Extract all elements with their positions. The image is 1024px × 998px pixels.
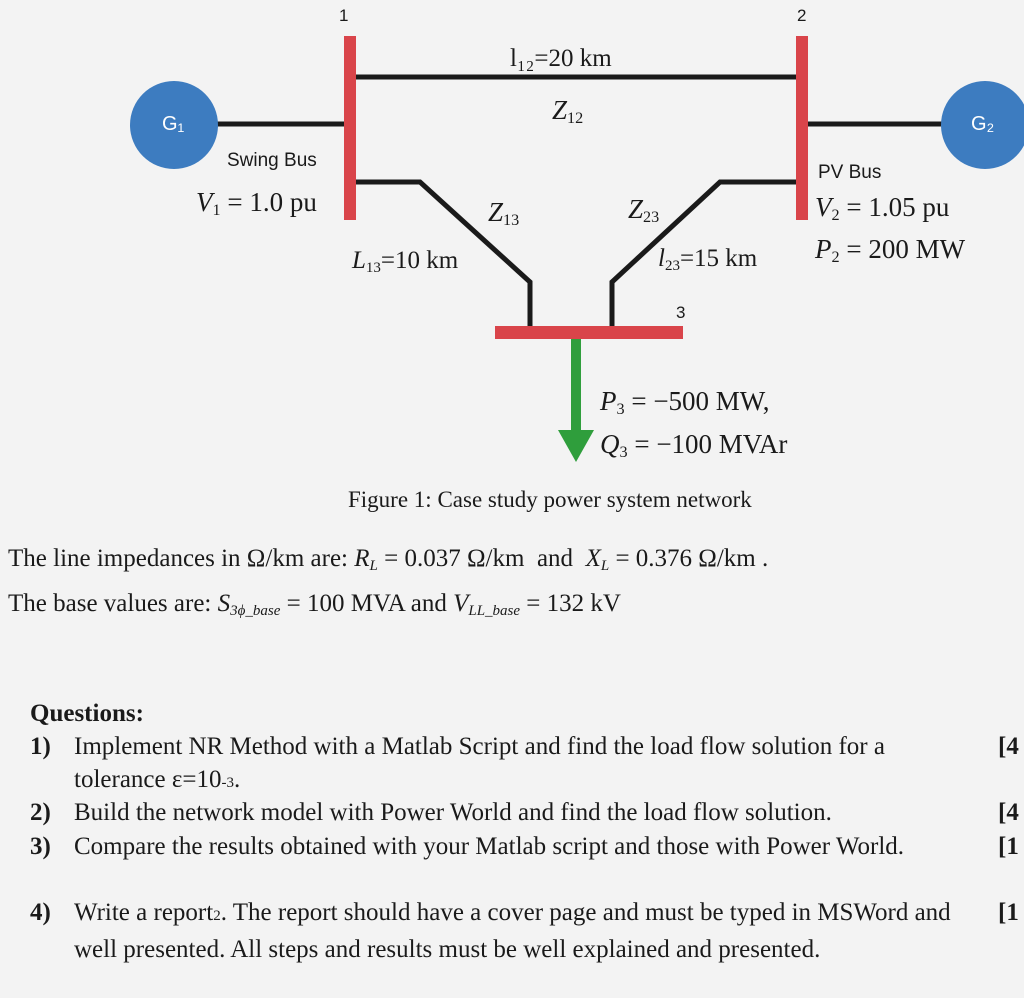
question-4-body: Write a report	[74, 899, 214, 926]
s-value: = 100 MVA and	[280, 590, 454, 617]
question-3: 3) Compare the results obtained with you…	[30, 830, 1020, 896]
bus-2-power-sub: 2	[831, 248, 840, 267]
line-23-impedance: Z23	[628, 194, 659, 227]
generator-g1	[130, 81, 218, 169]
bus-2-power-value: = 200 MW	[839, 234, 966, 264]
line-impedance-text: The line impedances in Ω/km are: RL = 0.…	[8, 545, 768, 575]
bus-2-type: PV Bus	[818, 162, 882, 183]
question-text: Compare the results obtained with your M…	[74, 833, 905, 860]
line-13-length-symbol: L	[352, 247, 366, 274]
question-1-superscript: -3	[221, 775, 234, 791]
bus-2-voltage-symbol: V	[815, 192, 832, 222]
question-marks: [1	[998, 833, 1019, 860]
line-23-length-sub: 23	[664, 257, 680, 274]
base-values-text: The base values are: S3ϕ_base = 100 MVA …	[8, 590, 621, 620]
x-value: = 0.376 Ω/km .	[609, 545, 769, 572]
line-13-length-sub: 13	[365, 259, 381, 276]
bus-2-number: 2	[797, 6, 807, 25]
bus-2-voltage-sub: 2	[831, 206, 840, 225]
question-text: Build the network model with Power World…	[74, 799, 832, 826]
question-number: 3)	[30, 833, 51, 860]
question-1-tail: .	[233, 766, 241, 793]
power-network-diagram	[130, 36, 1024, 462]
line-2-3	[609, 179, 802, 330]
bus-2-power: P2 = 200 MW	[815, 234, 965, 267]
impedance-prefix: The line impedances in Ω/km are:	[8, 545, 355, 572]
line-13-impedance-sub: 13	[503, 211, 520, 230]
line-23-length-symbol: l	[658, 245, 665, 272]
bus-3-q-value: = −100 MVAr	[627, 429, 788, 459]
line-1-3	[350, 179, 533, 330]
bus-3-reactive-power: Q3 = −100 MVAr	[600, 429, 787, 462]
question-number: 1)	[30, 733, 51, 760]
bus-3-p-sub: 3	[616, 400, 625, 419]
s-symbol: S	[217, 590, 231, 617]
questions-heading: Questions:	[30, 700, 144, 727]
v-sub: LL_base	[468, 602, 521, 619]
generator-g2	[941, 81, 1024, 169]
bus-3-p-value: = −500 MW,	[624, 386, 770, 416]
r-symbol: R	[354, 545, 370, 572]
line-23-impedance-symbol: Z	[628, 194, 644, 224]
x-symbol: X	[585, 545, 601, 572]
line-12-impedance: Z12	[552, 95, 583, 128]
question-2: 2) Build the network model with Power Wo…	[30, 796, 1020, 829]
bus-3-bar	[495, 326, 683, 339]
bus-3-p-symbol: P	[600, 386, 617, 416]
question-text: Write a report2. The report should have …	[74, 896, 964, 966]
line-13-length: L13=10 km	[352, 247, 458, 277]
base-prefix: The base values are:	[8, 590, 218, 617]
load-arrow-shaft	[571, 339, 581, 435]
bus-3-q-symbol: Q	[600, 429, 620, 459]
x-sub: L	[600, 557, 610, 574]
line-23-length-value: =15 km	[679, 245, 758, 272]
bus-3-active-power: P3 = −500 MW,	[600, 386, 770, 419]
line-12-impedance-sub: 12	[567, 109, 584, 128]
bus-2-bar	[796, 36, 808, 220]
question-4: 4) Write a report2. The report should ha…	[30, 896, 1020, 995]
figure-caption: Figure 1: Case study power system networ…	[348, 487, 752, 512]
bus-1-voltage: V1 = 1.0 pu	[196, 187, 317, 220]
question-1-body: Implement NR Method with a Matlab Script…	[74, 733, 885, 793]
line-12-impedance-symbol: Z	[552, 95, 568, 125]
line-13-length-value: =10 km	[380, 247, 459, 274]
question-1: 1) Implement NR Method with a Matlab Scr…	[30, 730, 1020, 796]
bus-2-voltage: V2 = 1.05 pu	[815, 192, 949, 225]
line-13-impedance-symbol: Z	[488, 197, 504, 227]
line-23-length: l23=15 km	[658, 245, 757, 275]
question-text: Implement NR Method with a Matlab Script…	[74, 730, 954, 800]
question-number: 4)	[30, 899, 51, 926]
load-arrow-head	[558, 430, 594, 462]
question-4-superscript: 2	[213, 908, 221, 924]
question-4-tail: . The report should have a cover page an…	[74, 899, 951, 963]
question-marks: [4	[998, 733, 1019, 760]
bus-1-voltage-sub: 1	[212, 201, 221, 220]
bus-2-voltage-value: = 1.05 pu	[839, 192, 950, 222]
generator-g1-label: G₁	[162, 113, 185, 135]
question-marks: [1	[998, 899, 1019, 926]
v-value: = 132 kV	[520, 590, 621, 617]
s-sub: 3ϕ_base	[230, 602, 281, 619]
question-marks: [4	[998, 799, 1019, 826]
bus-1-voltage-symbol: V	[196, 187, 213, 217]
generator-g2-label: G₂	[971, 113, 995, 135]
line-13-impedance: Z13	[488, 197, 519, 230]
bus-1-number: 1	[339, 6, 349, 25]
bus-3-number: 3	[676, 303, 686, 322]
bus-1-type: Swing Bus	[227, 150, 317, 171]
line-12-length: l₁₂=20 km	[510, 45, 612, 72]
question-number: 2)	[30, 799, 51, 826]
line-23-impedance-sub: 23	[643, 208, 660, 227]
bus-3-q-sub: 3	[619, 443, 628, 462]
bus-1-voltage-value: = 1.0 pu	[220, 187, 317, 217]
bus-2-power-symbol: P	[815, 234, 832, 264]
v-symbol: V	[453, 590, 469, 617]
r-sub: L	[369, 557, 378, 574]
r-value: = 0.037 Ω/km	[377, 545, 525, 572]
bus-1-bar	[344, 36, 356, 220]
and-text: and	[524, 545, 586, 572]
